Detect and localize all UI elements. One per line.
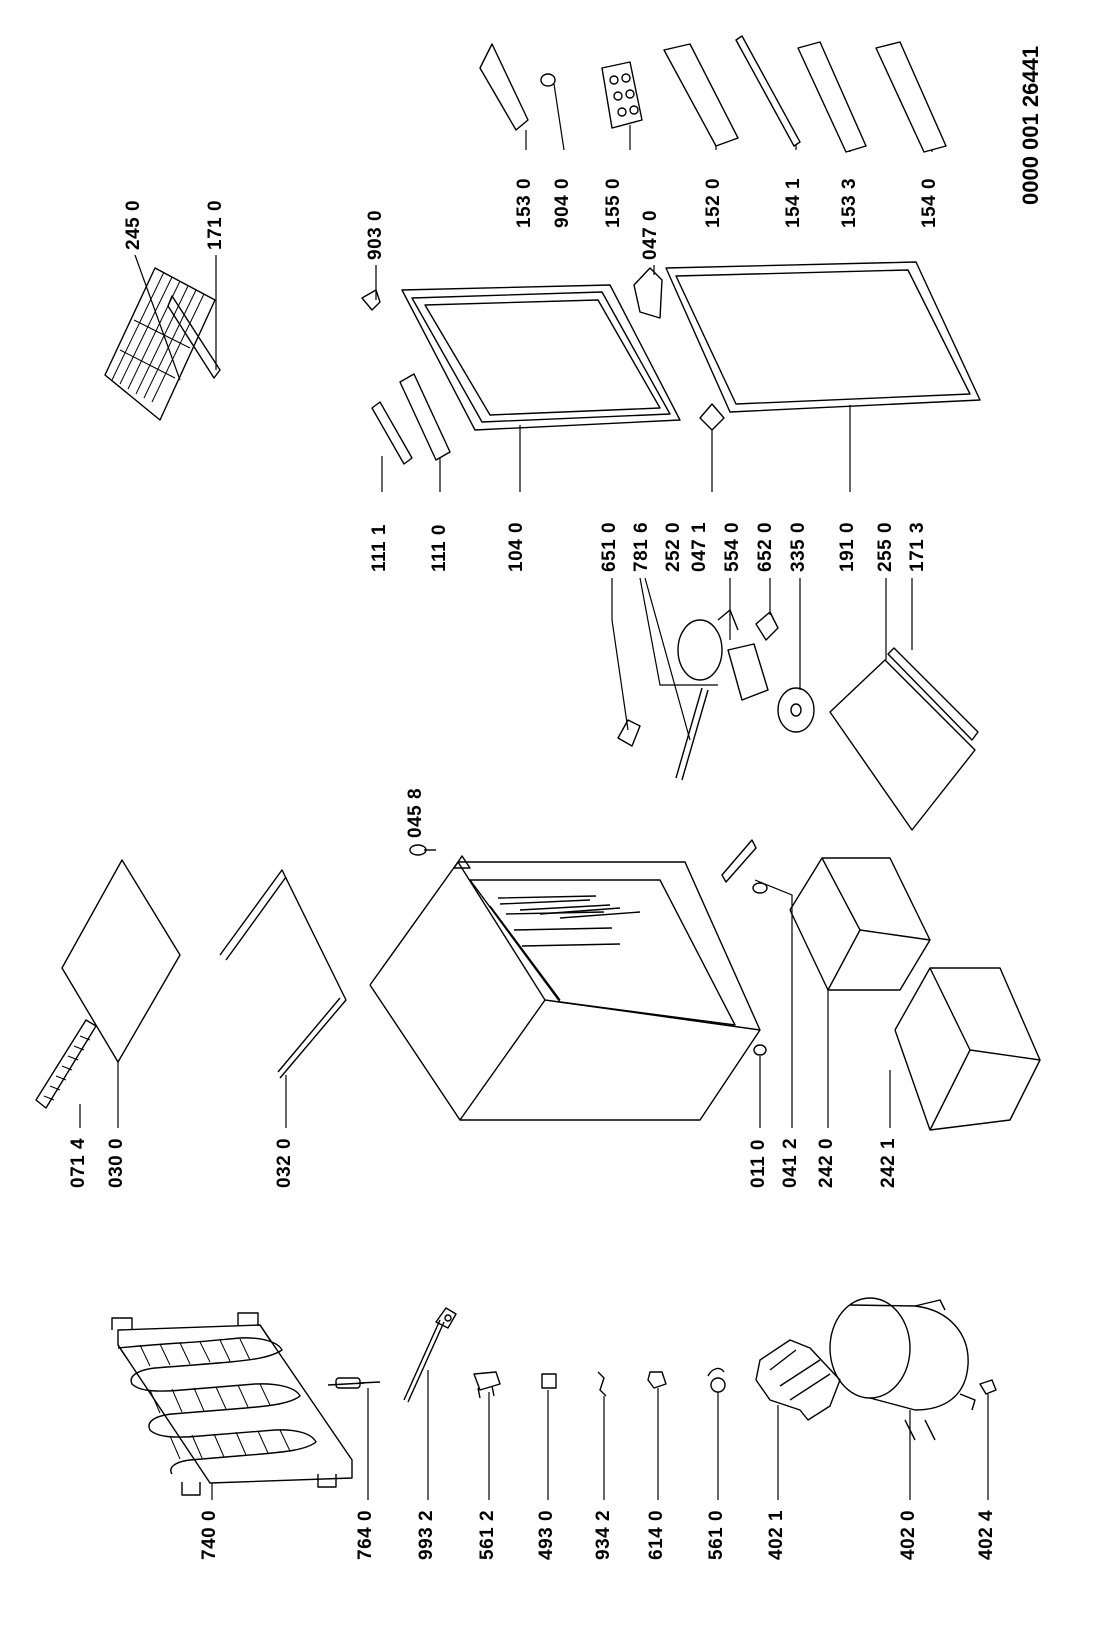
label-252-0: 252 0 (663, 521, 684, 572)
label-153-0: 153 0 (514, 177, 535, 228)
label-781-6: 781 6 (631, 521, 652, 572)
label-047-1: 047 1 (689, 521, 710, 572)
vent-grille-drawing (35, 1019, 97, 1109)
label-335-0: 335 0 (788, 521, 809, 572)
glass-shelf-drawing (829, 659, 976, 831)
condenser-coil-drawing (111, 1312, 353, 1496)
label-764-0: 764 0 (355, 1509, 376, 1560)
label-032-0: 032 0 (274, 1137, 295, 1188)
label-993-2: 993 2 (416, 1509, 437, 1560)
label-561-2: 561 2 (477, 1509, 498, 1560)
filter-drier-drawing (327, 1377, 381, 1389)
thermostat-housing-drawing (677, 609, 779, 701)
starter-drawing (707, 1367, 726, 1393)
label-652-0: 652 0 (755, 521, 776, 572)
clip-drawing (979, 1379, 997, 1395)
crisper-drawer-drawing (789, 857, 931, 991)
wire-shelf-drawing (104, 267, 216, 421)
label-904-0: 904 0 (552, 177, 573, 228)
label-155-0: 155 0 (603, 177, 624, 228)
label-152-0: 152 0 (703, 177, 724, 228)
label-191-0: 191 0 (837, 521, 858, 572)
label-554-0: 554 0 (722, 521, 743, 572)
sensor-rod-drawing (675, 687, 709, 781)
label-242-1: 242 1 (878, 1137, 899, 1188)
thermostat-capillary-drawing (403, 1307, 457, 1403)
cabinet-drawing (369, 855, 767, 1121)
compressor-base-plate-drawing (755, 1339, 841, 1421)
door-bin-lower-drawing (875, 41, 947, 153)
handle-insert-drawing (371, 401, 413, 465)
document-id: 0000 001 26441 (1018, 45, 1043, 205)
label-045-8: 045 8 (405, 787, 426, 838)
worktop-frame-drawing (219, 869, 347, 1079)
control-knob-drawing (777, 687, 815, 733)
bottom-hinge-drawing (721, 839, 757, 883)
relay-drawing (473, 1371, 501, 1399)
hinge-cover-drawing (699, 403, 725, 431)
label-934-2: 934 2 (593, 1509, 614, 1560)
label-245-0: 245 0 (123, 199, 144, 250)
label-111-0: 111 0 (429, 524, 450, 572)
lamp-drawing (617, 719, 641, 747)
label-402-0: 402 0 (898, 1509, 919, 1560)
label-111-1: 111 1 (369, 524, 390, 572)
door-bin-upper-drawing (663, 43, 739, 147)
label-614-0: 614 0 (646, 1509, 667, 1560)
label-104-0: 104 0 (506, 521, 527, 572)
label-493-0: 493 0 (536, 1509, 557, 1560)
egg-tray-drawing (601, 61, 643, 129)
door-bin-middle-drawing (797, 41, 867, 153)
label-651-0: 651 0 (599, 521, 620, 572)
door-handle-drawing (399, 373, 451, 461)
freezer-door-drawing (401, 284, 681, 431)
glass-shelf-trim-drawing (887, 647, 979, 741)
label-171-0: 171 0 (205, 199, 226, 250)
bin-rail-drawing (735, 35, 801, 147)
label-154-1: 154 1 (783, 177, 804, 228)
label-030-0: 030 0 (106, 1137, 127, 1188)
label-154-0: 154 0 (919, 177, 940, 228)
top-hinge-drawing (633, 267, 663, 319)
label-242-0: 242 0 (816, 1137, 837, 1188)
door-stop-drawing (361, 289, 381, 311)
label-041-2: 041 2 (780, 1137, 801, 1188)
door-gasket-drawing (665, 261, 981, 413)
label-071-4: 071 4 (68, 1137, 89, 1188)
label-255-0: 255 0 (875, 521, 896, 572)
label-047-0: 047 0 (640, 209, 661, 260)
screw-drawing (409, 844, 436, 856)
label-561-0: 561 0 (706, 1509, 727, 1560)
top-panel-drawing (61, 859, 181, 1063)
label-402-1: 402 1 (766, 1509, 787, 1560)
crisper-drawer-large-drawing (894, 967, 1041, 1131)
label-153-3: 153 3 (839, 177, 860, 228)
bottle-rail-drawing (479, 43, 529, 131)
label-402-4: 402 4 (976, 1509, 997, 1560)
grommet-drawing (647, 1371, 667, 1389)
cap-drawing (540, 73, 556, 87)
wire-clip-drawing (597, 1371, 607, 1397)
label-903-0: 903 0 (365, 209, 386, 260)
shelf-trim-drawing (167, 295, 221, 379)
label-171-3: 171 3 (907, 521, 928, 572)
label-740-0: 740 0 (199, 1509, 220, 1560)
overload-drawing (541, 1373, 557, 1389)
compressor-drawing (829, 1297, 976, 1441)
label-011-0: 011 0 (748, 1139, 769, 1188)
